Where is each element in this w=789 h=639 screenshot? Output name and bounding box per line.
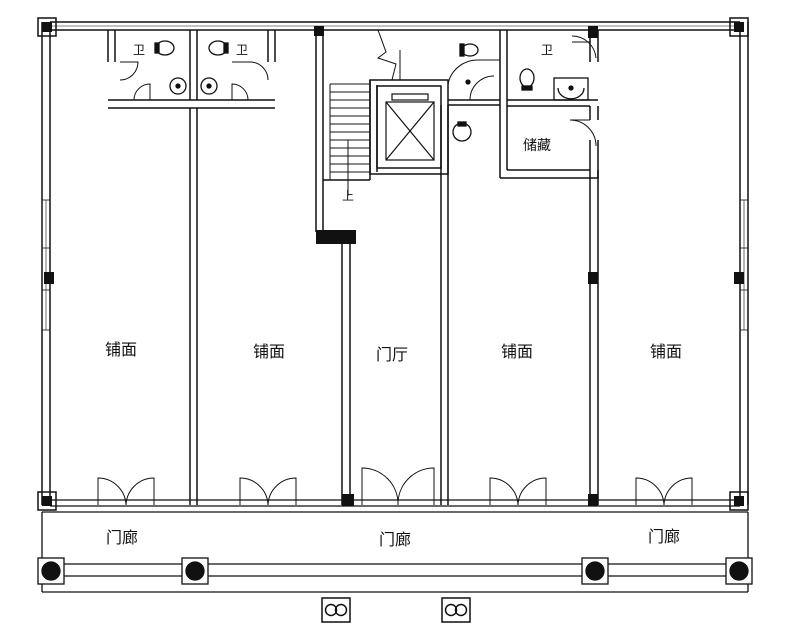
staircase xyxy=(329,29,401,196)
porch xyxy=(37,512,753,593)
room-label-porch-center: 门廊 xyxy=(379,530,411,549)
toilet-fixtures xyxy=(154,40,589,142)
stair-up-label: 上 xyxy=(342,189,354,203)
elevator xyxy=(385,93,435,161)
room-label-porch-left: 门廊 xyxy=(106,528,138,547)
door-swings xyxy=(97,35,693,506)
room-label-toilet-1: 卫 xyxy=(133,43,145,57)
room-label-shop-3: 铺面 xyxy=(501,342,533,361)
bollards xyxy=(321,597,471,623)
structural-columns xyxy=(37,17,749,511)
room-label-toilet-2: 卫 xyxy=(236,43,248,57)
room-label-shop-4: 铺面 xyxy=(650,342,682,361)
room-label-shop-2: 铺面 xyxy=(253,342,285,361)
storefront-wall xyxy=(42,499,748,513)
room-label-shop-1: 铺面 xyxy=(105,340,137,359)
room-label-storage: 储藏 xyxy=(523,138,551,154)
outer-walls xyxy=(41,21,749,505)
room-label-toilet-3: 卫 xyxy=(541,43,553,57)
room-label-porch-right: 门廊 xyxy=(648,527,680,546)
room-label-lobby: 门厅 xyxy=(376,345,408,364)
partition-walls xyxy=(107,30,599,505)
window-ticks xyxy=(42,199,748,331)
